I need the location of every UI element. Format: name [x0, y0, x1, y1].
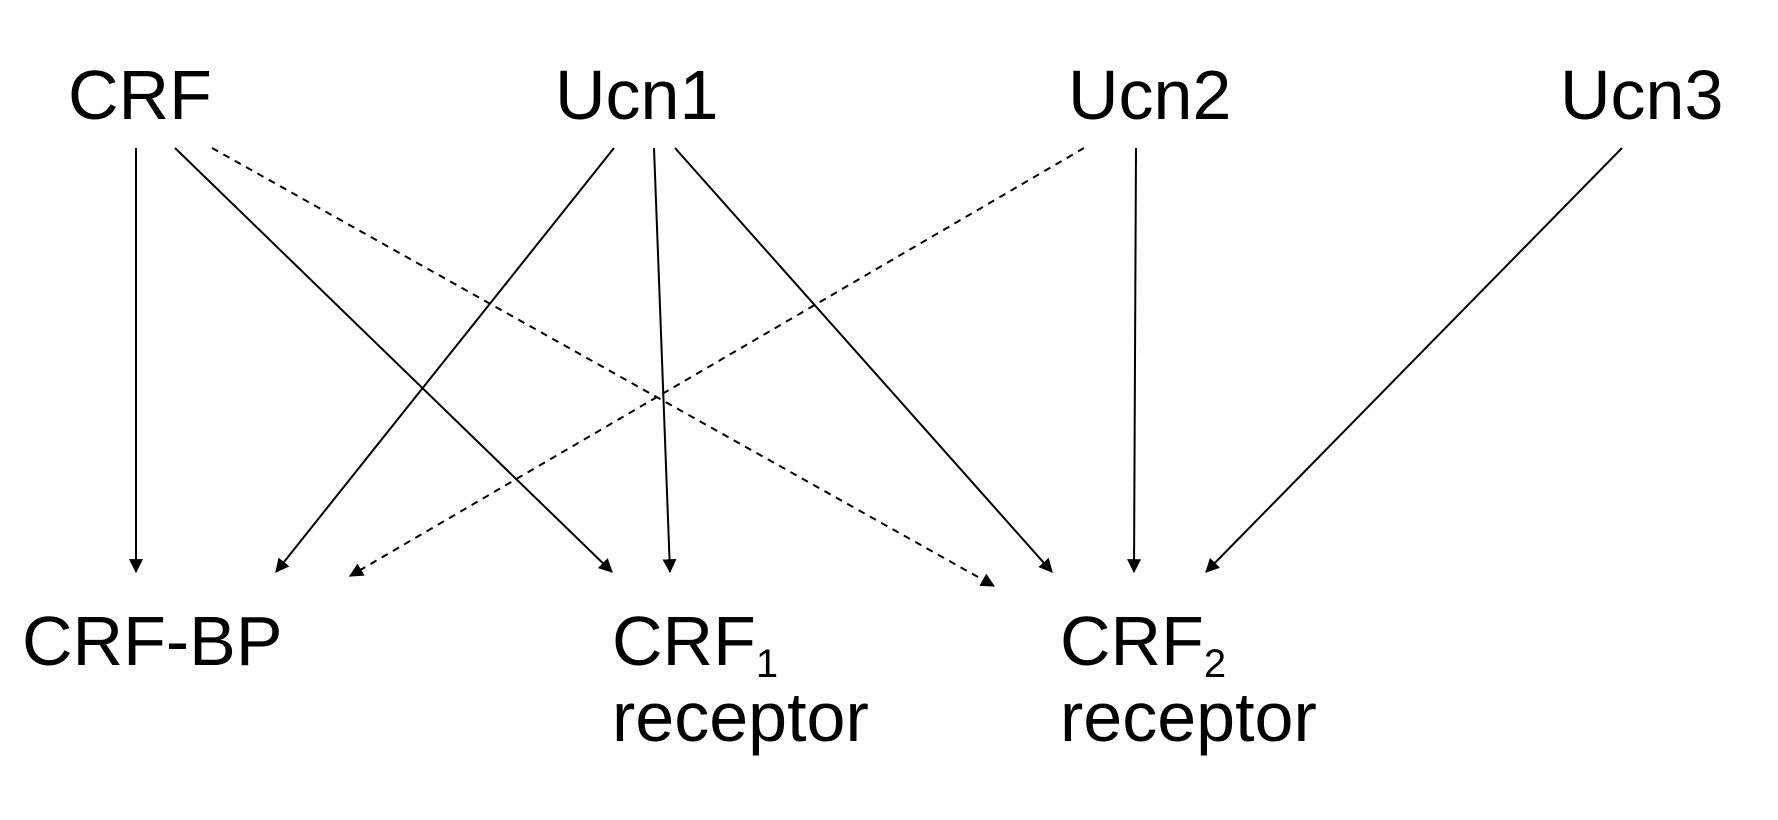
- target-label-crf2: CRF: [1060, 602, 1204, 680]
- source-node-ucn1: Ucn1: [555, 60, 718, 130]
- edge-ucn1-to-crf1: [653, 147, 677, 574]
- source-label-ucn3: Ucn3: [1560, 56, 1724, 134]
- target-node-crf2-receptor: CRF2 receptor: [1060, 606, 1317, 752]
- edge-ucn2-to-crf2: [1127, 147, 1142, 574]
- target-line2-crf1: receptor: [612, 678, 869, 756]
- source-label-ucn2: Ucn2: [1068, 56, 1232, 134]
- edge-crf-to-crf1: [174, 147, 613, 573]
- target-subscript-crf1: 1: [755, 642, 779, 686]
- source-label-crf: CRF: [68, 56, 212, 134]
- source-node-crf: CRF: [68, 60, 212, 130]
- target-label-crf1: CRF: [612, 602, 756, 680]
- edge-crf-to-crf2: [211, 147, 996, 587]
- source-label-ucn1: Ucn1: [555, 56, 719, 134]
- source-node-ucn3: Ucn3: [1560, 60, 1723, 130]
- target-line2-crf2: receptor: [1060, 678, 1317, 756]
- edge-ucn3-to-crf2: [1205, 147, 1623, 573]
- target-subscript-crf2: 2: [1203, 642, 1227, 686]
- edge-ucn2-to-crfbp: [348, 147, 1085, 577]
- target-node-crf1-receptor: CRF1 receptor: [612, 606, 869, 752]
- edge-ucn1-to-crfbp: [275, 147, 615, 573]
- source-node-ucn2: Ucn2: [1068, 60, 1231, 130]
- target-label-crf-bp: CRF-BP: [22, 602, 283, 680]
- target-node-crf-bp: CRF-BP: [22, 606, 283, 676]
- edge-ucn1-to-crf2: [674, 147, 1053, 573]
